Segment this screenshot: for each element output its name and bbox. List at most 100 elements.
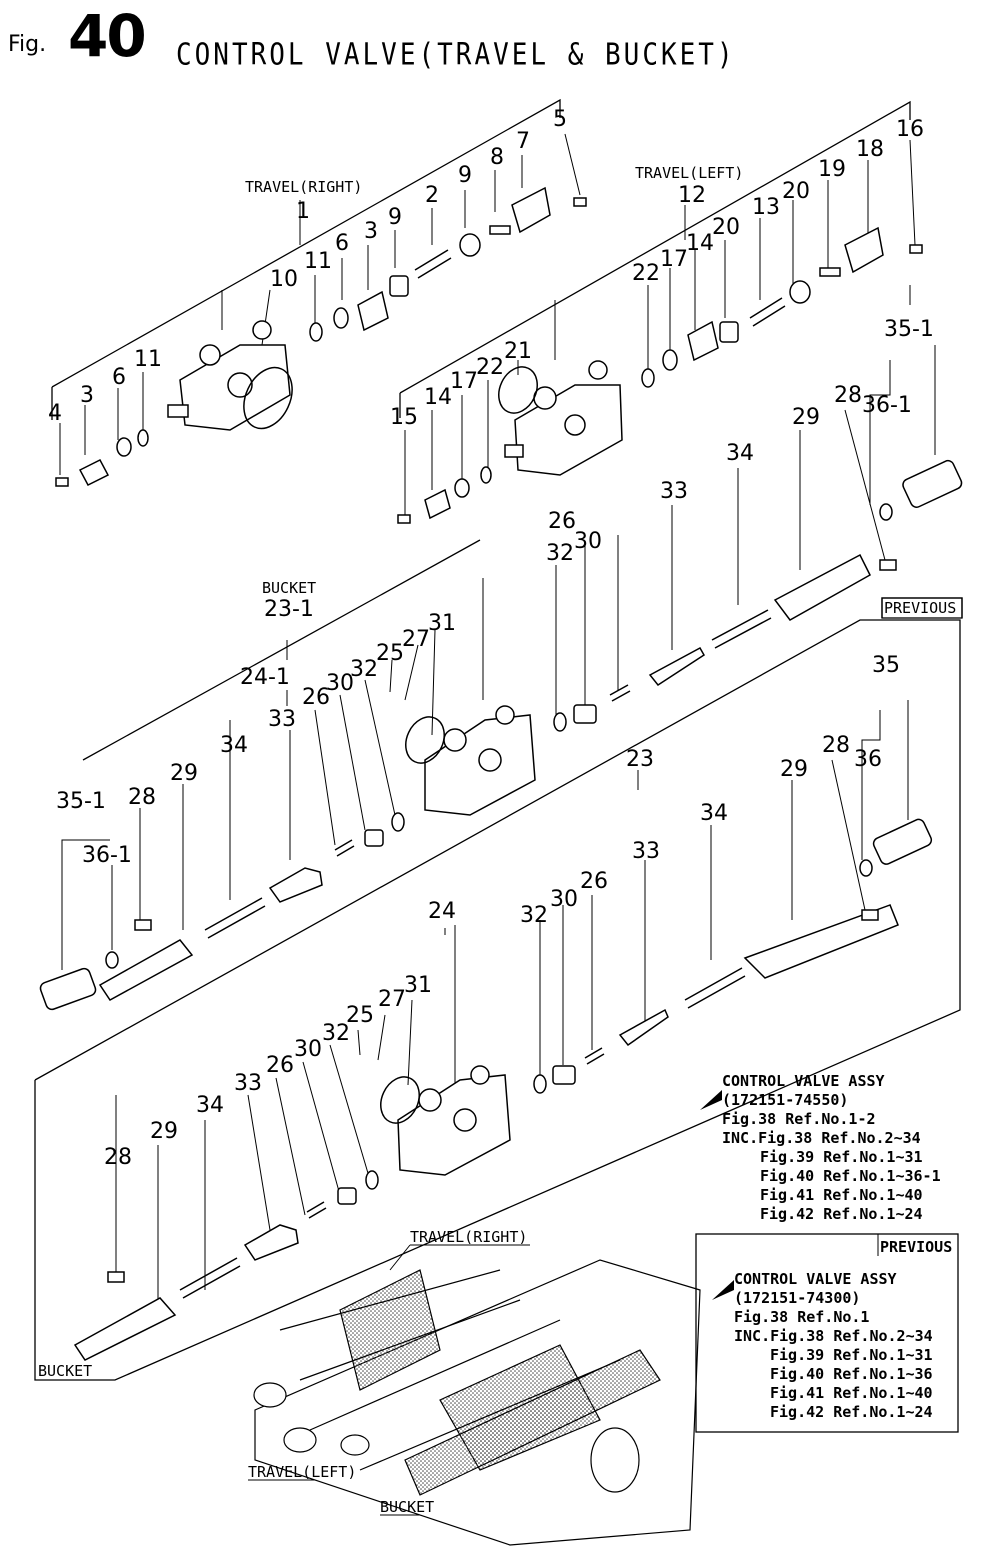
o-ring-bucket-upper-a: [391, 812, 405, 832]
spring-bucket-lower-b: [684, 967, 746, 1009]
note-arrow-icon: [700, 1090, 722, 1110]
note-arrow-icon: [712, 1280, 734, 1300]
washer-right-b: [116, 437, 132, 457]
o-ring-bucket-lower-b: [533, 1074, 547, 1094]
label-travel-right-inset: TRAVEL(RIGHT): [410, 1228, 527, 1246]
callout-bucket-upper: 24-1: [240, 665, 290, 690]
collar-bucket-upper-a: [364, 829, 384, 847]
relief-valve-travel-left: [902, 459, 963, 508]
label-travel-right: TRAVEL(RIGHT): [245, 178, 362, 196]
poppet-bucket-upper-b: [648, 646, 706, 687]
callout-bucket-upper: 23-1: [264, 597, 314, 622]
callout-bucket-upper: 34: [726, 441, 754, 466]
callout-bucket-lower: 29: [150, 1119, 178, 1144]
bolt-bucket-upper-b: [879, 559, 897, 571]
group-labels: TRAVEL(RIGHT) TRAVEL(LEFT) BUCKET PREVIO…: [38, 164, 956, 1516]
callout-travel-left: 17: [450, 369, 478, 394]
poppet-bucket-lower-a: [243, 1224, 299, 1261]
callout-bucket-lower: 33: [632, 839, 660, 864]
spring-small-bucket-upper-a: [334, 839, 355, 857]
spool-bucket-lower-a: [73, 1297, 177, 1361]
relief-valve-bucket-lower: [872, 818, 933, 865]
spool-bucket-lower-b: [743, 904, 899, 979]
callout-bucket-upper: 31: [428, 611, 456, 636]
group-parts: [39, 186, 963, 1361]
collar-left: [719, 321, 739, 343]
note-previous-line: Fig.41 Ref.No.1~40: [770, 1384, 933, 1402]
valve-body-travel-right: [167, 320, 291, 431]
note-previous-assembly: PREVIOUS CONTROL VALVE ASSY (172151-7430…: [695, 1233, 959, 1433]
seat-left: [789, 280, 811, 304]
group-frames: [34, 98, 963, 1381]
note-previous-line: Fig.39 Ref.No.1~31: [770, 1346, 933, 1364]
callout-bucket-lower: 31: [404, 973, 432, 998]
callout-travel-right: 4: [48, 401, 62, 426]
callout-travel-right: 2: [425, 183, 439, 208]
callout-travel-right: 5: [553, 107, 567, 132]
collar-bucket-upper-b: [573, 704, 597, 724]
spring-bucket-lower-a: [179, 1257, 241, 1299]
callout-bucket-upper: 34: [220, 733, 248, 758]
callout-bucket-lower: 34: [196, 1093, 224, 1118]
collar-right: [389, 275, 409, 297]
bolt-bucket-lower-b: [861, 909, 879, 921]
callout-bucket-lower: 25: [346, 1003, 374, 1028]
callout-bucket-upper: 28: [834, 383, 862, 408]
spring-small-bucket-lower-b: [584, 1047, 605, 1065]
callout-travel-left: 14: [686, 231, 714, 256]
callout-bucket-upper: 33: [268, 707, 296, 732]
callout-bucket-lower: 30: [294, 1037, 322, 1062]
note-previous-line: INC.Fig.38 Ref.No.2~34: [734, 1327, 933, 1345]
pin-right: [489, 225, 511, 235]
inset-bucket-spool: [404, 1349, 661, 1496]
cover-left: [844, 226, 884, 274]
note-current-line: Fig.39 Ref.No.1~31: [760, 1148, 923, 1166]
callout-bucket-lower: 30: [550, 887, 578, 912]
callout-travel-left: 17: [660, 247, 688, 272]
bolt-bucket-lower-a: [107, 1271, 125, 1283]
o-ring-relief-left: [879, 503, 893, 521]
label-bucket-frame: BUCKET: [38, 1362, 92, 1380]
callout-bucket-upper: 30: [574, 529, 602, 554]
assembly-inset: [253, 1259, 701, 1546]
callout-travel-left: 15: [390, 405, 418, 430]
callout-bucket-upper: 27: [402, 627, 430, 652]
callout-bucket-upper: 28: [128, 785, 156, 810]
label-travel-left: TRAVEL(LEFT): [635, 164, 743, 182]
note-current-line: Fig.40 Ref.No.1~36-1: [760, 1167, 941, 1185]
note-previous-line: Fig.38 Ref.No.1: [734, 1308, 869, 1326]
spring-left: [749, 297, 786, 327]
callout-travel-left: 22: [632, 261, 660, 286]
callout-bucket-upper: 29: [792, 405, 820, 430]
washer-left-a: [662, 349, 678, 371]
callout-travel-right: 6: [335, 231, 349, 256]
callout-travel-left: 18: [856, 137, 884, 162]
callout-travel-right: 9: [458, 163, 472, 188]
o-ring-relief-bucket-upper: [105, 951, 119, 969]
spool-bucket-upper-b: [773, 553, 871, 621]
note-current-line: Fig.38 Ref.No.1-2: [722, 1110, 876, 1128]
note-current-line: INC.Fig.38 Ref.No.2~34: [722, 1129, 921, 1147]
bolt-right-b: [55, 477, 69, 487]
callout-bucket-lower: 35: [872, 653, 900, 678]
callout-bucket-lower: 32: [520, 903, 548, 928]
callout-bucket-upper: 25: [376, 641, 404, 666]
collar-bucket-lower-a: [337, 1187, 357, 1205]
cover-left-b: [424, 488, 451, 520]
note-previous-title: CONTROL VALVE ASSY: [734, 1270, 897, 1288]
callout-bucket-upper: 26: [548, 509, 576, 534]
callout-bucket-upper: 36-1: [862, 393, 912, 418]
callout-travel-right: 8: [490, 145, 504, 170]
callout-travel-left: 20: [712, 215, 740, 240]
bolt-bucket-upper-a: [134, 919, 152, 931]
figure-title: CONTROL VALVE(TRAVEL & BUCKET): [176, 38, 736, 73]
callout-bucket-lower: 27: [378, 987, 406, 1012]
frame-bucket-upper: [82, 539, 481, 761]
spool-bucket-upper-a: [98, 939, 194, 1001]
callout-bucket-lower: 33: [234, 1071, 262, 1096]
note-previous-part: (172151-74300): [734, 1289, 860, 1307]
callout-bucket-lower: 32: [322, 1021, 350, 1046]
o-ring-bucket-lower-a: [365, 1170, 379, 1190]
callout-travel-left: 13: [752, 195, 780, 220]
